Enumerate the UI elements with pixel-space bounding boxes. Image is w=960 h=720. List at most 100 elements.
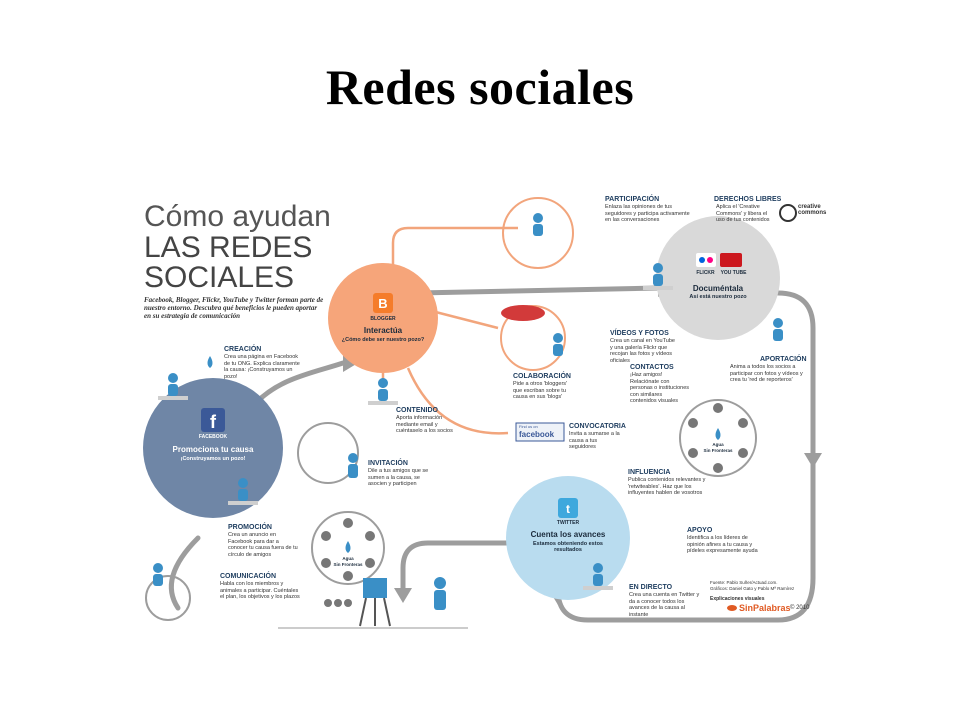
slide-title: Redes sociales	[325, 59, 635, 115]
flickr-circle-title: Documéntala	[692, 284, 744, 293]
creative-commons-icon	[779, 204, 797, 222]
water-tower-icon	[363, 578, 387, 598]
twitter-circle-title: Cuenta los avances	[530, 530, 606, 539]
flickr-circle	[656, 216, 780, 340]
promocion-text: Crea un anuncio en Facebook para dar a c…	[228, 532, 298, 558]
person-icon	[238, 478, 248, 488]
orange-line-participacion	[391, 226, 518, 278]
influencia-title: INFLUENCIA	[628, 469, 671, 476]
flow-arrow-to-well	[400, 540, 511, 591]
participacion-circle	[502, 197, 574, 269]
contenido-text: Aporta información mediante email y cuén…	[396, 415, 453, 434]
promocion-circle	[311, 511, 385, 585]
person-icon	[553, 333, 563, 343]
svg-text:B: B	[378, 296, 387, 311]
credits-year: © 2010	[790, 605, 810, 611]
participacion-text: Enlaza las opiniones de tus seguidores y…	[605, 204, 690, 223]
youtube-tag: YOU TUBE	[720, 270, 747, 276]
twitter-circle-subtitle: Estamos obteniendo estos resultados	[533, 541, 603, 553]
derechos-title: DERECHOS LIBRES	[714, 196, 782, 203]
flow-arrow-right-bottom	[555, 455, 816, 623]
person-icon	[773, 318, 783, 328]
agua-label-2: Agua	[712, 442, 724, 447]
water-drop-icon	[207, 356, 213, 368]
blogger-tag: BLOGGER	[370, 316, 396, 322]
endirecto-text: Crea una cuenta en Twitter y da a conoce…	[629, 592, 700, 618]
contenido-title: CONTENIDO	[396, 407, 438, 414]
desk-icon	[643, 286, 673, 290]
cc-label-line1: creative	[798, 204, 821, 210]
youtube-logo-icon	[720, 253, 742, 267]
contactos-title: CONTACTOS	[630, 364, 674, 371]
svg-text:f: f	[210, 412, 217, 432]
infographic-intro: Facebook, Blogger, Flickr, YouTube y Twi…	[144, 296, 324, 320]
invitacion-title: INVITACIÓN	[368, 460, 408, 467]
participacion-title: PARTICIPACIÓN	[605, 196, 660, 203]
person-icon	[378, 378, 388, 388]
twitter-logo-icon	[558, 498, 578, 518]
infographic-heading-line1: Cómo ayudan	[144, 200, 331, 233]
apoyo-title: APOYO	[687, 527, 713, 534]
apoyo-text: Identifica a los líderes de opinión afin…	[687, 535, 758, 554]
infographic-panel: f B t	[138, 158, 826, 642]
aportacion-text: Anima a todos los socios a participar co…	[730, 364, 803, 383]
blogger-circle-title: Interactúa	[363, 326, 403, 335]
invitacion-circle	[297, 422, 359, 484]
flickr-logo-icon	[696, 253, 716, 267]
invitacion-text: Dile a tus amigos que se sumen a la caus…	[368, 468, 429, 487]
orange-line-convocatoria	[406, 367, 509, 435]
svg-text:t: t	[566, 502, 570, 516]
credits-brand: SinPalabras	[739, 603, 791, 613]
facebook-circle-title: Promociona tu causa	[172, 445, 254, 454]
sinpalabras-logo-icon	[727, 605, 737, 611]
creacion-title: CREACIÓN	[224, 346, 262, 353]
infographic-heading-line3: SOCIALES	[144, 261, 295, 294]
comunicacion-circle	[145, 575, 191, 621]
desk-icon	[583, 586, 613, 590]
convocatoria-text: Invita a sumarse a la causa a tus seguid…	[569, 431, 620, 450]
videos-text: Crea un canal en YouTube y una galería F…	[610, 338, 675, 364]
colaboracion-title: COLABORACIÓN	[513, 373, 571, 380]
meeting-table-icon	[501, 305, 545, 321]
infographic-graphics: f B t	[143, 197, 822, 629]
contactos-text: ¡Haz amigos! Relaciónate con personas o …	[630, 372, 690, 404]
person-icon	[434, 577, 446, 589]
flow-arrow-blogger-to-flickr	[415, 285, 661, 296]
desk-icon	[368, 401, 398, 405]
water-drop-icon	[715, 428, 721, 440]
endirecto-title: EN DIRECTO	[629, 584, 673, 591]
agua-sub-label: Sin Fronteras	[333, 562, 363, 567]
desk-icon	[228, 501, 258, 505]
comunicacion-title: COMUNICACIÓN	[220, 573, 276, 580]
facebook-tag: FACEBOOK	[198, 434, 228, 440]
facebook-circle-subtitle: ¡Construyamos un pozo!	[180, 456, 246, 462]
derechos-text: Aplica el 'Creative Commons' y libera el…	[716, 204, 770, 223]
aportacion-title: APORTACIÓN	[760, 356, 807, 363]
arrowhead-well	[394, 588, 412, 603]
blogger-circle	[328, 263, 438, 373]
comunicacion-text: Habla con los miembros y animales a part…	[220, 581, 300, 600]
person-icon	[593, 563, 603, 573]
facebook-logo-icon	[201, 408, 225, 432]
credits-fuente: Fuente: Pablo Suñer/Actuad.com.	[710, 580, 778, 585]
credits-graficos: Gráficos: Daniel Gato y Pablo Mª Ramírez	[710, 586, 795, 591]
flow-arrow-left-loop	[168, 535, 201, 611]
flickr-tag: FLICKR	[696, 270, 715, 276]
promocion-title: PROMOCIÓN	[228, 524, 272, 531]
influencia-text: Publica contenidos relevantes y 'retwite…	[628, 477, 706, 496]
cc-label: creative commons	[798, 204, 826, 216]
person-icon	[653, 263, 663, 273]
colaboracion-text: Pide a otros 'bloggers' que escriban sob…	[513, 381, 568, 400]
person-icon	[533, 213, 543, 223]
flow-arrow-right-down	[775, 290, 816, 456]
person-icon	[343, 518, 353, 528]
contactos-circle	[679, 399, 757, 477]
person-icon	[153, 563, 163, 573]
person-icon	[168, 373, 178, 383]
arrowhead-down	[804, 453, 822, 468]
cc-label-line2: commons	[798, 210, 827, 216]
blogger-logo-icon	[373, 293, 393, 313]
infographic-heading-line2: LAS REDES	[144, 231, 313, 264]
find-us-facebook-badge	[515, 422, 565, 442]
desk-icon	[158, 396, 188, 400]
